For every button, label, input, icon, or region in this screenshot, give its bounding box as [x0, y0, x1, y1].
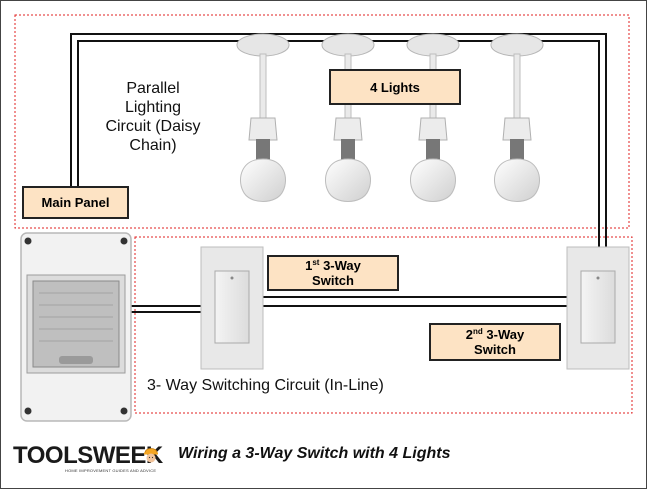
switch-2-suffix: nd [473, 327, 483, 336]
switch-1-ordinal: 1 [305, 258, 313, 273]
parallel-text-line-4: Chain) [129, 137, 177, 154]
switch-1-label-line1: 1st 3-Way [305, 258, 361, 273]
switch-1-line1-text: 3-Way [319, 258, 361, 273]
main-panel-label: Main Panel [22, 186, 129, 219]
three-way-circuit-text: 3- Way Switching Circuit (In-Line) [147, 377, 384, 394]
logo-wordmark: TOOLSWEEK [13, 442, 163, 469]
parallel-text-line-3: Circuit (Daisy [105, 118, 201, 135]
light-fixture-4 [490, 33, 544, 202]
switch-1-suffix: st [312, 258, 320, 267]
light-fixture-1 [236, 33, 290, 202]
hardhat-worker-icon [144, 448, 158, 463]
switch-2-label: 2nd 3-Way Switch [429, 323, 561, 361]
main-panel-label-text: Main Panel [41, 195, 110, 210]
lights-label: 4 Lights [329, 69, 461, 105]
light-fixture-3 [406, 33, 460, 202]
main-panel-enclosure [20, 232, 132, 422]
switch-1-label-line2: Switch [312, 273, 354, 288]
switch-2-plate [566, 246, 630, 370]
switch-2-label-line2: Switch [474, 342, 516, 357]
toolsweek-logo: TOOLSWEEK HOME IMPROVEMENT GUIDES AND AD… [13, 442, 163, 476]
logo-tagline: HOME IMPROVEMENT GUIDES AND ADVICE [65, 468, 157, 473]
parallel-text-line-2: Lighting [124, 99, 182, 116]
light-fixture-2 [321, 33, 375, 202]
parallel-circuit-boundary [14, 14, 630, 229]
switching-circuit-boundary [134, 236, 633, 414]
diagram-title: Wiring a 3-Way Switch with 4 Lights [178, 445, 451, 462]
switch-2-line1-text: 3-Way [482, 327, 525, 342]
switch-1-label: 1st 3-Way Switch [267, 255, 399, 291]
lights-label-text: 4 Lights [370, 79, 420, 95]
switch-2-ordinal: 2 [465, 327, 474, 342]
switch-2-label-line1: 2nd 3-Way [466, 327, 524, 342]
parallel-text-line-1: Parallel [126, 80, 180, 97]
parallel-circuit-text: Parallel Lighting Circuit (Daisy Chain) [93, 79, 213, 155]
switch-1-plate [200, 246, 264, 370]
